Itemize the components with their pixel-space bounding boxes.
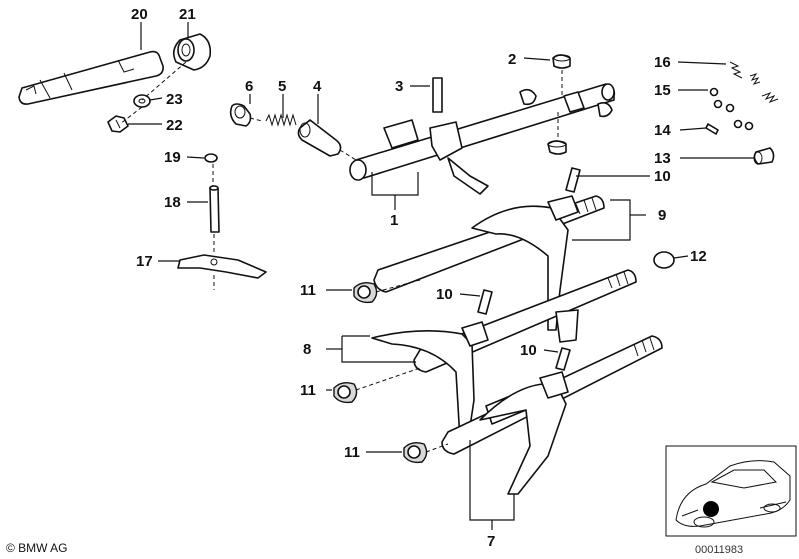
part-fork-middle [371, 309, 579, 441]
callout-14: 14 [654, 122, 671, 139]
callout-11-c: 11 [344, 444, 360, 461]
callout-11-b: 11 [300, 382, 316, 399]
part-spring [265, 113, 297, 127]
part-roll-pins-lower [477, 167, 581, 371]
callout-16: 16 [654, 54, 671, 71]
callout-23: 23 [166, 91, 183, 108]
part-selector-rod [18, 50, 164, 105]
part-bushing [172, 33, 212, 71]
part-springs-small [729, 61, 779, 104]
part-fork-upper [471, 195, 579, 331]
callout-20: 20 [131, 6, 148, 23]
part-pin [209, 185, 220, 233]
callout-21: 21 [179, 6, 196, 23]
callout-7: 7 [487, 533, 495, 550]
callout-labels: 20 21 23 22 6 5 4 3 2 1 19 18 17 16 15 1… [131, 6, 707, 550]
leader-lines [128, 22, 754, 530]
callout-17: 17 [136, 253, 153, 270]
drawing-number: 00011983 [695, 544, 743, 556]
location-marker [703, 501, 719, 517]
callout-1: 1 [390, 212, 398, 229]
callout-15: 15 [654, 82, 671, 99]
part-detent-pin [705, 123, 719, 135]
callout-8: 8 [303, 341, 311, 358]
part-clip [204, 153, 218, 163]
part-interlock-plate [177, 254, 267, 279]
callout-9: 9 [658, 207, 666, 224]
callout-3: 3 [395, 78, 403, 95]
part-fork-lower [479, 371, 569, 495]
part-washer [133, 94, 151, 108]
callout-22: 22 [166, 117, 183, 134]
part-plug [229, 103, 252, 127]
callout-6: 6 [245, 78, 253, 95]
callout-4: 4 [313, 78, 322, 95]
callout-18: 18 [164, 194, 181, 211]
callout-10-c: 10 [520, 342, 537, 359]
callout-11-a: 11 [300, 282, 316, 299]
copyright-text: © BMW AG [6, 541, 68, 555]
callout-10-b: 10 [436, 286, 453, 303]
callout-19: 19 [164, 149, 181, 166]
callout-13: 13 [654, 150, 671, 167]
part-plunger [297, 119, 342, 157]
part-balls [709, 87, 754, 131]
part-seals [333, 281, 428, 464]
part-ring [753, 147, 775, 165]
part-screw [107, 115, 129, 133]
callout-10-a: 10 [654, 168, 671, 185]
callout-2: 2 [508, 51, 516, 68]
vehicle-thumbnail [665, 445, 797, 537]
part-guide-sleeve [547, 54, 571, 155]
part-end-cap [653, 251, 675, 269]
callout-5: 5 [278, 78, 286, 95]
part-main-shift-shaft [349, 83, 616, 195]
part-roll-pin [432, 77, 443, 113]
callout-12: 12 [690, 248, 707, 265]
